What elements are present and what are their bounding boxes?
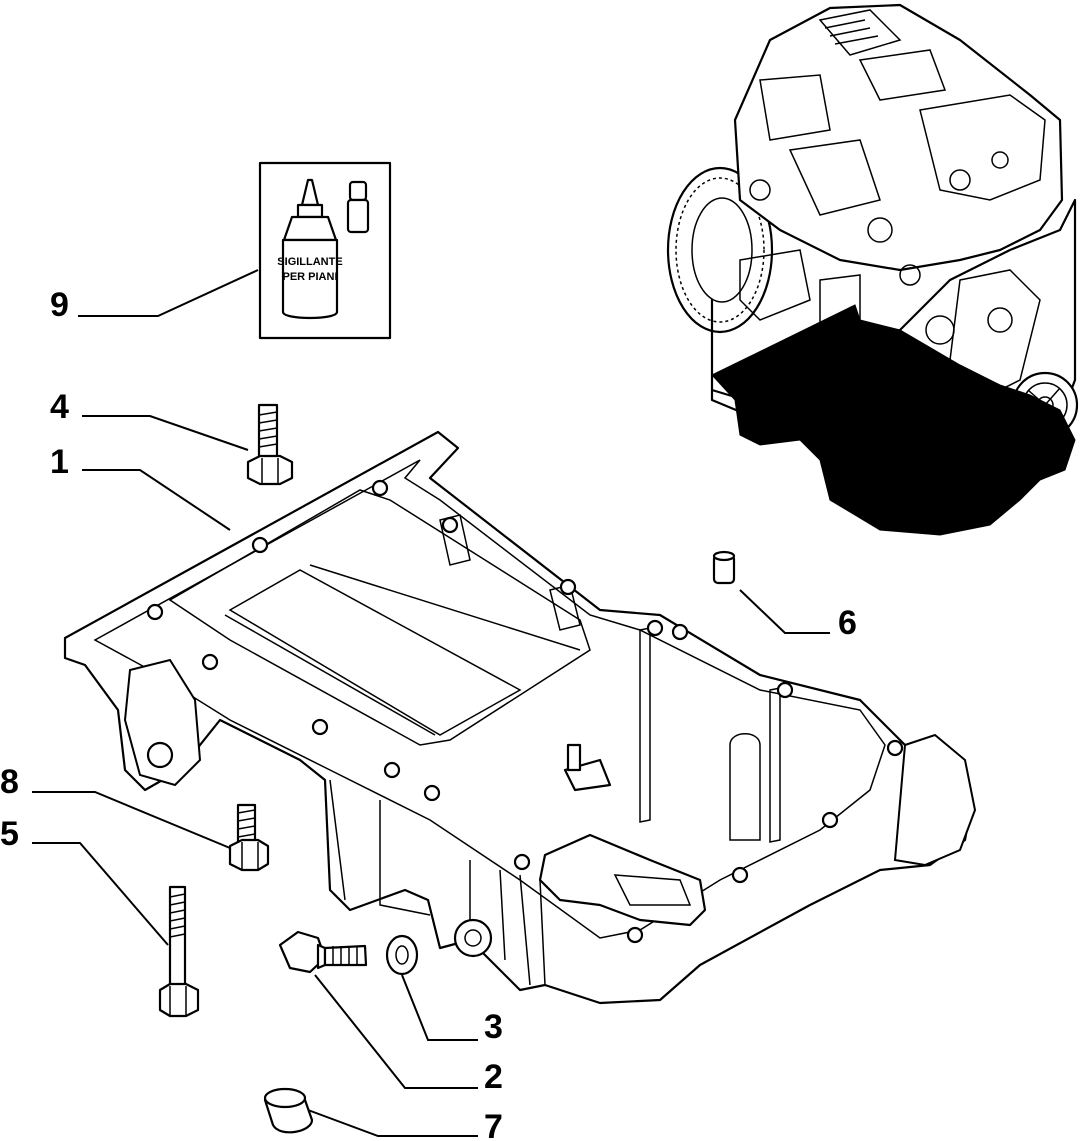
callout-6: 6 [838, 604, 857, 642]
leader-4 [82, 415, 249, 451]
callout-4: 4 [50, 388, 69, 426]
leader-9 [78, 269, 259, 317]
drain-plug-2-illustration [278, 930, 368, 974]
oil-pan-illustration [63, 430, 977, 1005]
engine-assembly-illustration [666, 3, 1079, 536]
leader-2 [314, 974, 478, 1089]
bolt-5-illustration [158, 885, 200, 1018]
seal-ring-7-illustration [263, 1087, 314, 1134]
leader-lines [32, 269, 830, 1137]
leader-5 [32, 842, 169, 946]
dowel-6-illustration [712, 550, 736, 585]
leader-8 [32, 791, 231, 849]
callout-1: 1 [50, 443, 69, 481]
callout-9: 9 [50, 286, 69, 324]
leader-1 [82, 469, 231, 531]
washer-3-illustration [385, 934, 419, 976]
callout-8: 8 [0, 763, 19, 801]
callout-7: 7 [484, 1108, 503, 1141]
leader-6 [739, 589, 830, 634]
sealant-bottle-label-line1: SIGILLANTE [277, 256, 342, 268]
callout-2: 2 [484, 1058, 503, 1096]
leader-7 [307, 1109, 478, 1137]
leader-3 [401, 974, 478, 1041]
sealant-kit-9-illustration: SIGILLANTE PER PIANI [258, 161, 392, 340]
sealant-bottle-label-line2: PER PIANI [282, 271, 337, 283]
callout-3: 3 [484, 1008, 503, 1046]
callout-numbers: 9 4 1 6 8 5 3 2 7 [0, 286, 857, 1141]
callout-5: 5 [0, 815, 19, 853]
bolt-8-illustration [228, 803, 270, 872]
flange-bolt-holes [146, 479, 904, 944]
bolt-4-illustration [246, 403, 294, 486]
